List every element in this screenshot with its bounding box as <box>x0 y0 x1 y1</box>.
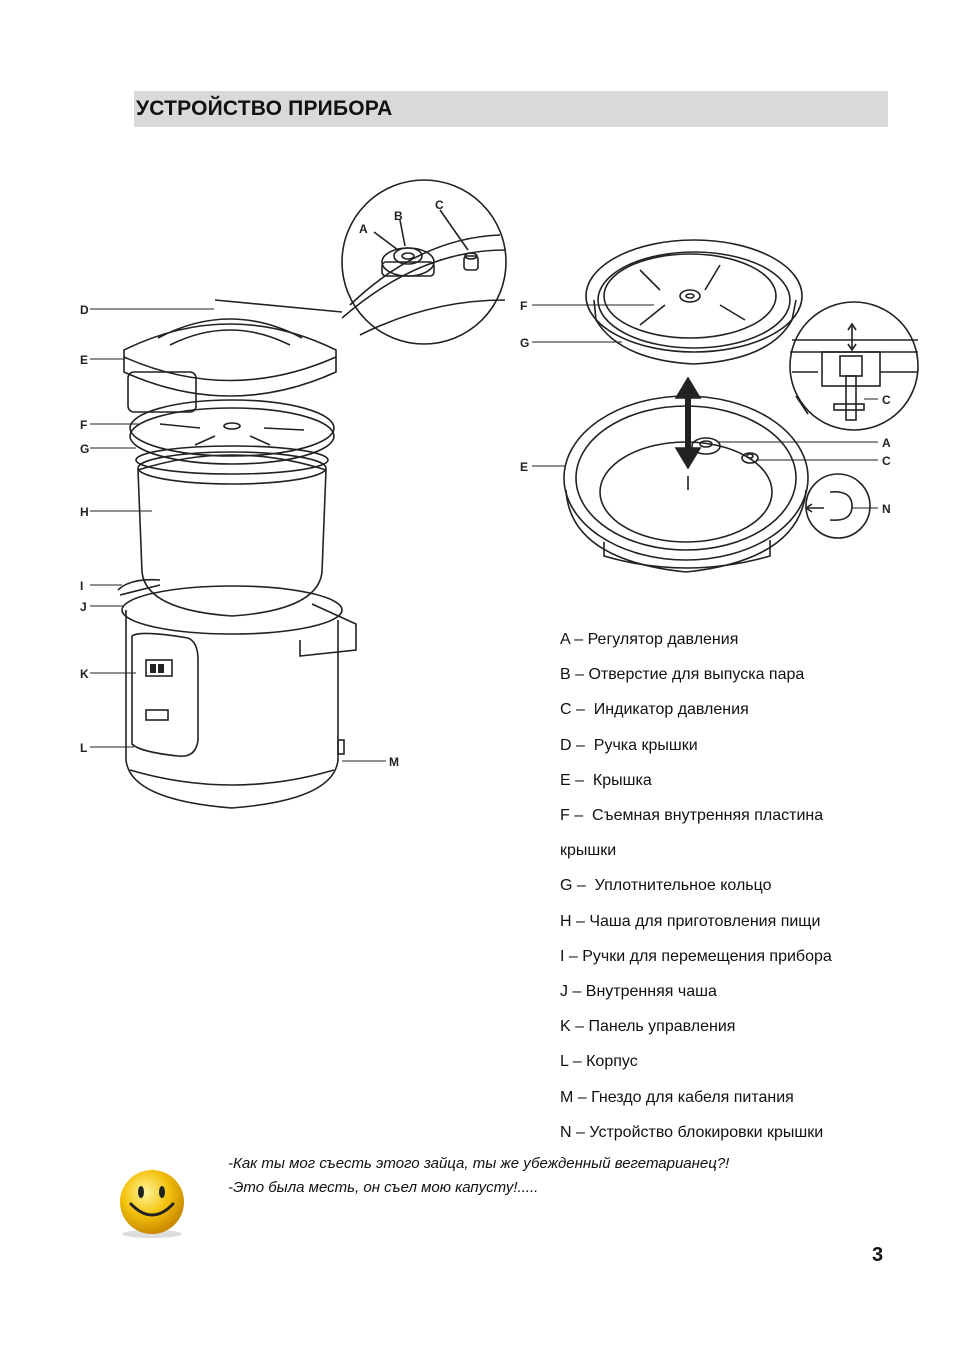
legend-item: F – Съемная внутренняя пластина <box>560 807 824 825</box>
callout-g: G <box>80 442 89 456</box>
callout-a-lid: A <box>882 436 891 450</box>
legend-item: M – Гнездо для кабеля питания <box>560 1088 794 1106</box>
legend-item: G – Уплотнительное кольцо <box>560 877 772 895</box>
lid-e <box>123 323 337 382</box>
callout-c-detail: C <box>435 198 444 212</box>
lock-magnifier <box>789 301 919 431</box>
joke-line: -Как ты мог съесть этого зайца, ты же уб… <box>228 1155 730 1172</box>
parts-legend: A – Регулятор давления B – Отверстие для… <box>560 622 890 1150</box>
callout-b-detail: B <box>394 209 403 223</box>
callout-d: D <box>80 303 89 317</box>
callout-c-magnifier: C <box>882 393 891 407</box>
control-panel-k <box>131 632 199 757</box>
legend-item: L – Корпус <box>560 1053 638 1071</box>
legend-item: A – Регулятор давления <box>560 631 739 648</box>
callout-c-lid: C <box>882 454 891 468</box>
callout-e-lid: E <box>520 460 528 474</box>
legend-item: C – Индикатор давления <box>560 701 749 719</box>
legend-item: I – Ручки для перемещения прибора <box>560 947 832 965</box>
callout-k: K <box>80 667 89 681</box>
legend-item: H – Чаша для приготовления пищи <box>560 912 821 930</box>
callout-g-lid: G <box>520 336 529 350</box>
page-number: 3 <box>872 1244 884 1266</box>
callout-n-lid: N <box>882 502 891 516</box>
legend-item: B – Отверстие для выпуска пара <box>560 666 805 684</box>
callout-h: H <box>80 505 89 519</box>
section-header-bar: УСТРОЙСТВО ПРИБОРА <box>134 91 888 127</box>
legend-item: крышки <box>560 842 617 860</box>
joke-text: -Как ты мог съесть этого зайца, ты же уб… <box>228 1152 729 1200</box>
legend-item: E – Крышка <box>560 771 652 789</box>
callout-a-detail: A <box>359 222 368 236</box>
bowl-h <box>137 454 327 617</box>
smiley-face-icon <box>120 1170 184 1238</box>
callout-j: J <box>80 600 87 614</box>
callout-f-lid: F <box>520 299 527 313</box>
callout-m: M <box>389 755 399 769</box>
legend-item: N – Устройство блокировки крышки <box>560 1123 824 1141</box>
legend-item: D – Ручка крышки <box>560 736 698 754</box>
legend-item: J – Внутренняя чаша <box>560 983 717 1001</box>
callout-l: L <box>80 741 87 755</box>
detail-magnifier <box>341 179 507 345</box>
joke-line: -Это была месть, он съел мою капусту!...… <box>228 1179 539 1196</box>
callout-f: F <box>80 418 87 432</box>
page-title: УСТРОЙСТВО ПРИБОРА <box>136 97 393 120</box>
callout-e: E <box>80 353 88 367</box>
legend-item: K – Панель управления <box>560 1018 736 1036</box>
callout-i: I <box>80 579 83 593</box>
